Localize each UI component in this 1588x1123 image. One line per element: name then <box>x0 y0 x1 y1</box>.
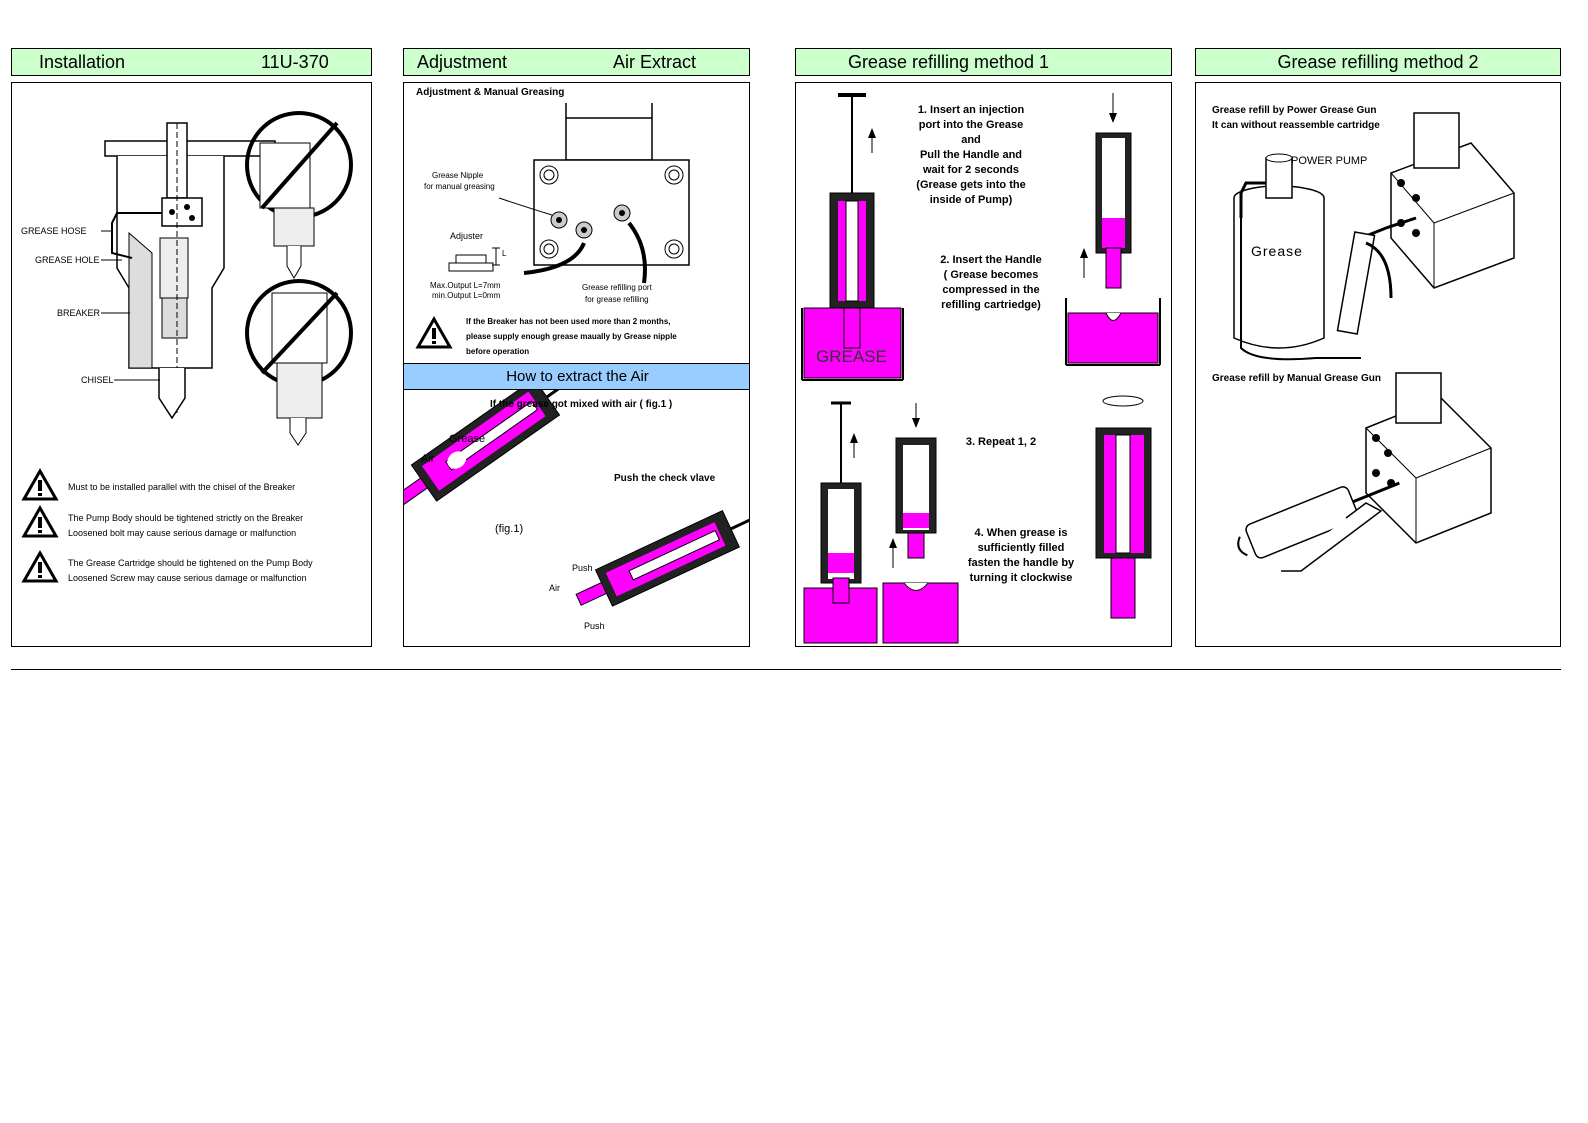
fig1-label: (fig.1) <box>495 523 524 535</box>
step2-line: 2. Insert the Handle <box>940 254 1042 266</box>
warning-text-2a: The Pump Body should be tightened strict… <box>68 513 304 523</box>
method2-panel: Grease refill by Power Grease Gun It can… <box>1195 82 1561 647</box>
warning-text-3a: The Grease Cartridge should be tightened… <box>68 558 313 568</box>
warning-adjust-3: before operation <box>466 347 530 356</box>
step1-line: 1. Insert an injection <box>917 104 1025 116</box>
warning-text-3b: Loosened Screw may cause serious damage … <box>68 573 307 583</box>
warning-icon <box>415 315 453 349</box>
label-grease-hole: GREASE HOLE <box>35 255 100 265</box>
step1-line: and <box>961 134 981 146</box>
manual-gun-line: Grease refill by Manual Grease Gun <box>1212 373 1381 384</box>
warning-icon <box>21 467 59 501</box>
adjustment-header: Adjustment Air Extract <box>403 48 750 76</box>
bottom-divider <box>11 669 1561 670</box>
label-grease-hose: GREASE HOSE <box>21 226 87 236</box>
method2-title: Grease refilling method 2 <box>1277 52 1479 72</box>
grease-label: Grease <box>449 433 486 445</box>
method1-panel: GREASE 1. Insert an injection port into … <box>795 82 1172 647</box>
method2-header: Grease refilling method 2 <box>1195 48 1561 76</box>
push-check-label: Push the check vlave <box>614 473 716 484</box>
label-chisel: CHISEL <box>81 375 114 385</box>
adjuster-label: Adjuster <box>450 231 484 241</box>
step3-line: 3. Repeat 1, 2 <box>965 436 1037 448</box>
installation-title: Installation <box>39 52 126 72</box>
step4-line: 4. When grease is <box>974 527 1068 539</box>
installation-header: Installation 11U-370 <box>11 48 372 76</box>
step4-line: sufficiently filled <box>977 542 1065 554</box>
step4-line: turning it clockwise <box>969 572 1073 584</box>
step4-text: 4. When grease is sufficiently filled fa… <box>951 526 1091 586</box>
l-label: L <box>502 249 507 258</box>
warning-icon <box>21 504 59 538</box>
push-label-2: Push <box>584 621 605 631</box>
model-number: 11U-370 <box>261 52 329 72</box>
max-output-label: Max.Output L=7mm <box>430 281 501 290</box>
step3-text: 3. Repeat 1, 2 <box>961 435 1041 450</box>
grease-nipple-label-2: for manual greasing <box>424 182 495 191</box>
adjustment-title: Adjustment <box>417 52 508 72</box>
step1-line: wait for 2 seconds <box>923 164 1019 176</box>
refill-port-label-2: for grease refilling <box>585 295 649 304</box>
air-extract-title: Air Extract <box>613 52 697 72</box>
method1-diagram <box>801 93 1161 644</box>
grease-nipple-label: Grease Nipple <box>432 171 484 180</box>
step1-line: Pull the Handle and <box>919 149 1023 161</box>
installation-panel: GREASE HOSE GREASE HOLE BREAKER CHISEL M… <box>11 82 372 647</box>
warning-text-2b: Loosened bolt may cause serious damage o… <box>68 528 297 538</box>
step2-line: refilling cartriedge) <box>941 299 1041 311</box>
step2-line: ( Grease becomes <box>943 269 1039 281</box>
step4-line: fasten the handle by <box>967 557 1075 569</box>
adjustment-panel: Adjustment & Manual Greasing <box>403 82 750 647</box>
step2-line: compressed in the <box>942 284 1040 296</box>
method1-header: Grease refilling method 1 <box>795 48 1172 76</box>
step1-text: 1. Insert an injection port into the Gre… <box>906 103 1036 208</box>
power-gun-line2: It can without reassemble cartridge <box>1212 120 1380 131</box>
warning-adjust-1: If the Breaker has not been used more th… <box>466 317 671 326</box>
method2-diagram <box>1233 112 1515 572</box>
installation-diagram <box>101 111 353 446</box>
air-label: Air <box>421 453 435 465</box>
power-pump-label: POWER PUMP <box>1291 155 1368 167</box>
grease-tank-label: GREASE <box>816 347 887 366</box>
push-label-1: Push <box>572 563 593 573</box>
warning-adjust-2: please supply enough grease maually by G… <box>466 332 677 341</box>
power-gun-line1: Grease refill by Power Grease Gun <box>1212 105 1377 116</box>
air-extract-bar: How to extract the Air <box>404 363 749 390</box>
warning-icon <box>21 549 59 583</box>
adjustment-diagram <box>404 103 749 607</box>
air-label-2: Air <box>549 583 560 593</box>
air-subtitle: If the grease got mixed with air ( fig.1… <box>490 399 673 410</box>
grease-can-label: Grease <box>1251 243 1303 259</box>
adjustment-subtitle: Adjustment & Manual Greasing <box>416 87 565 98</box>
min-output-label: min.Output L=0mm <box>432 291 501 300</box>
step1-line: (Grease gets into the <box>916 179 1026 191</box>
warning-text-1: Must to be installed parallel with the c… <box>68 482 296 492</box>
method1-title: Grease refilling method 1 <box>847 52 1050 72</box>
refill-port-label: Grease refilling port <box>582 283 652 292</box>
step2-text: 2. Insert the Handle ( Grease becomes co… <box>926 253 1056 313</box>
step1-line: port into the Grease <box>918 119 1024 131</box>
label-breaker: BREAKER <box>57 308 101 318</box>
step1-line: inside of Pump) <box>929 194 1013 206</box>
